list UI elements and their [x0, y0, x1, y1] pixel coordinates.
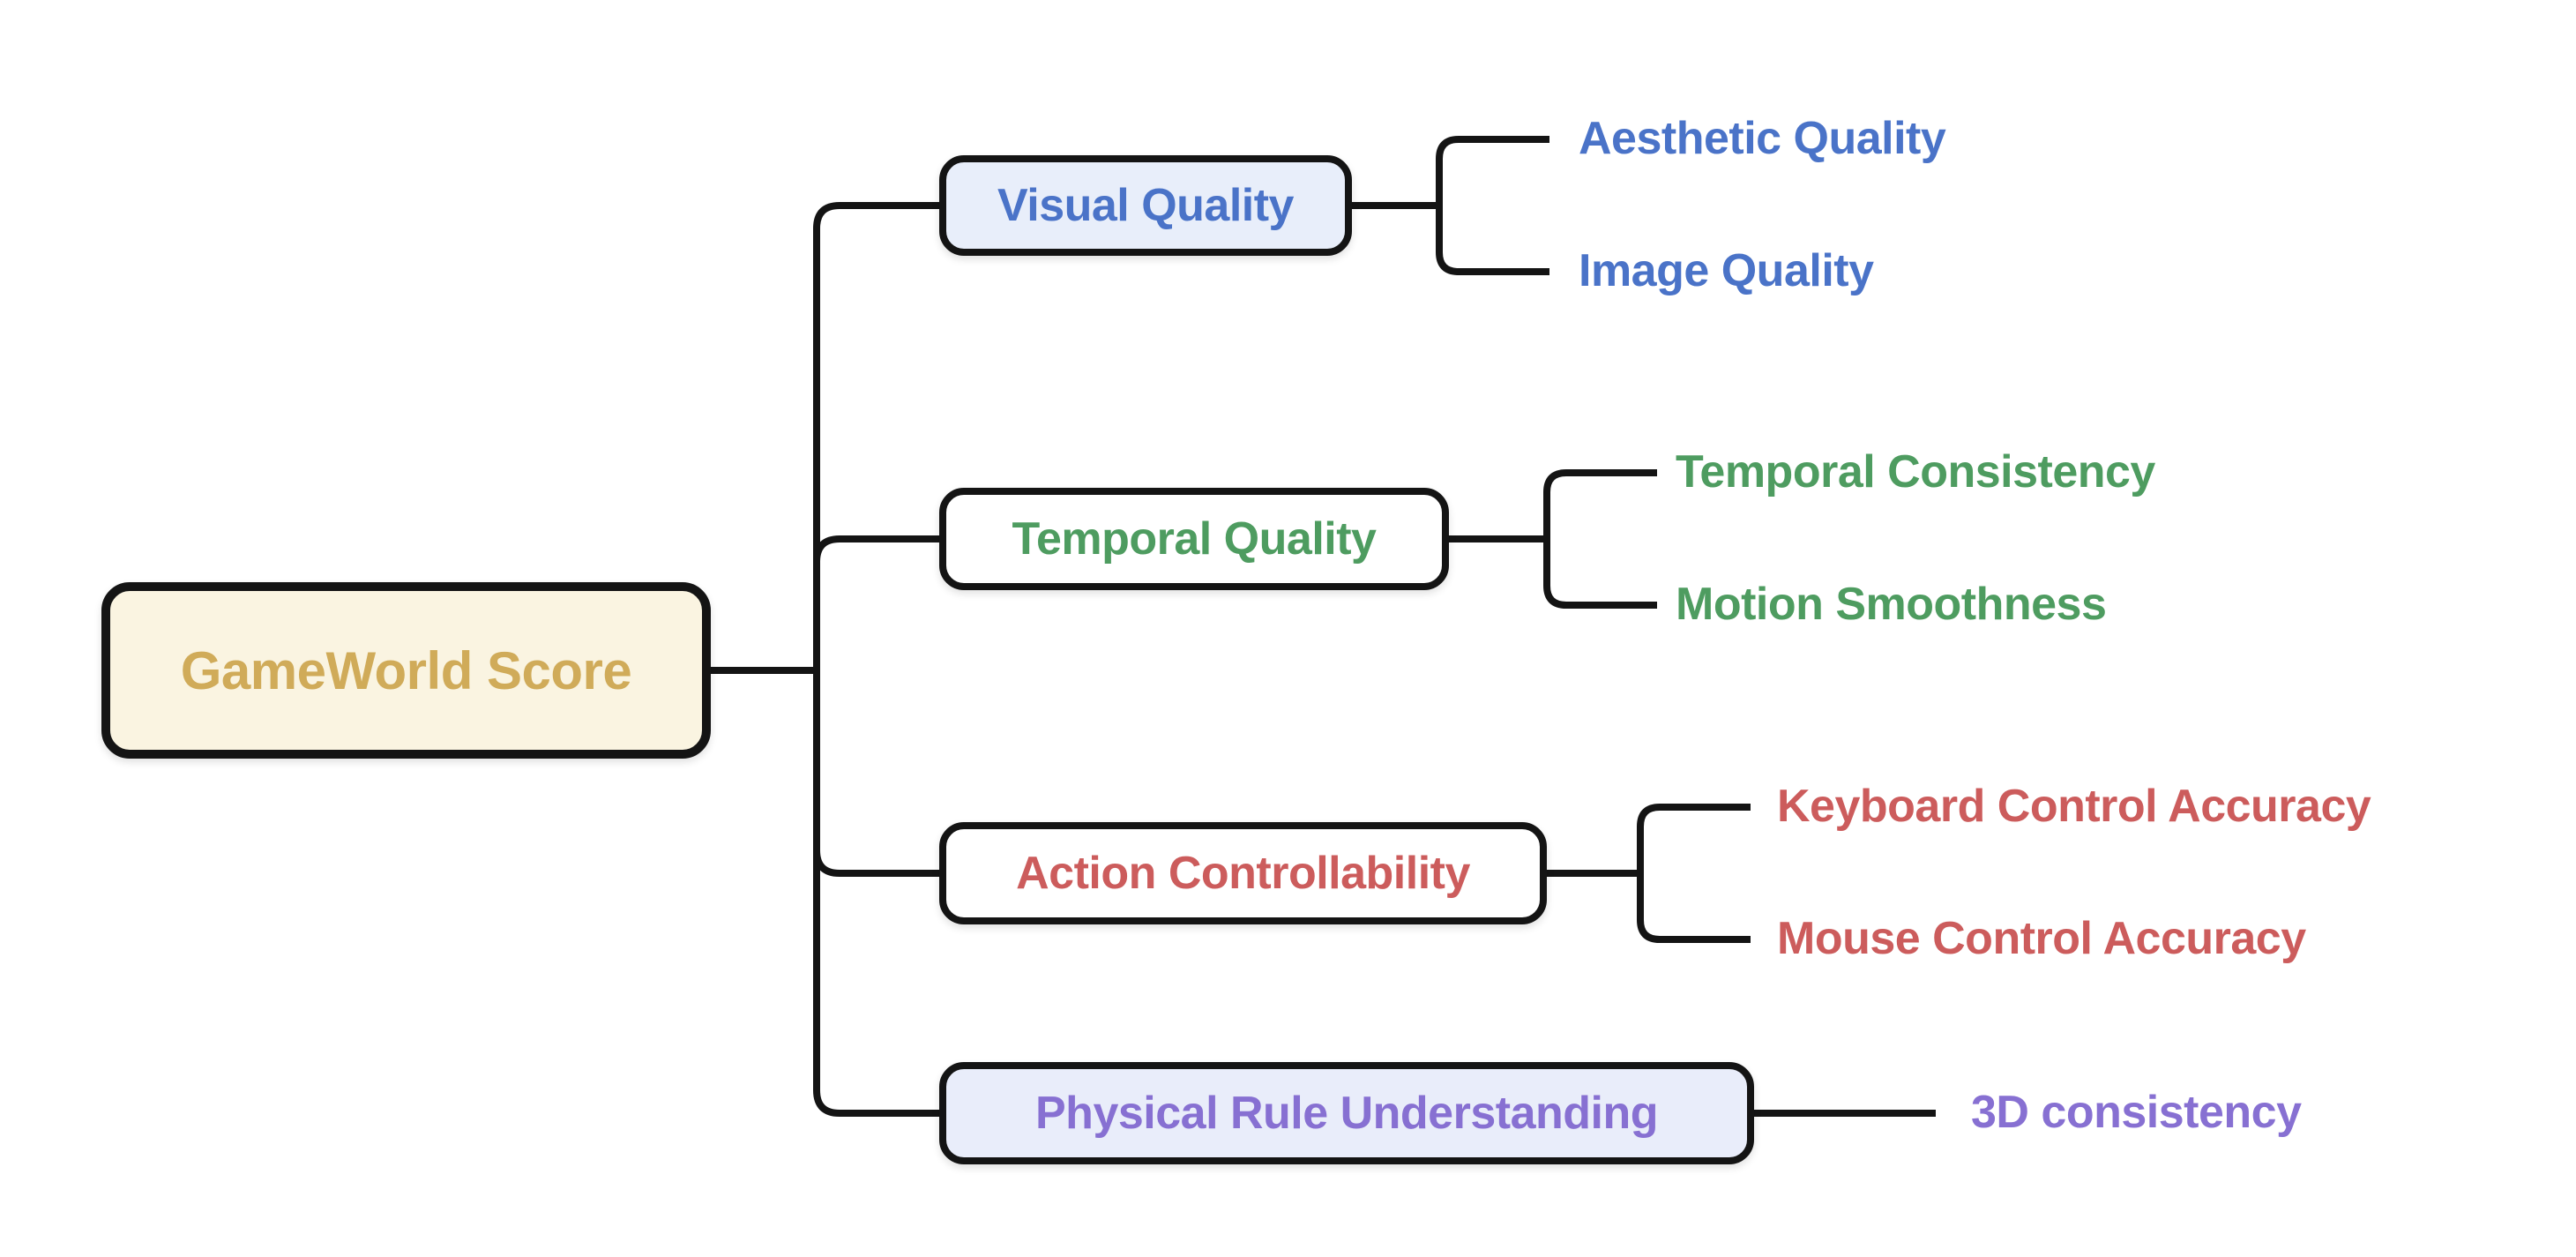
connector-spine-to-physical — [813, 670, 939, 1117]
leaf-keyboard-control-accuracy: Keyboard Control Accuracy — [1777, 780, 2371, 832]
node-temporal-quality: Temporal Quality — [939, 488, 1449, 590]
connector-spine-to-visual — [813, 202, 939, 670]
leaf-image-quality: Image Quality — [1579, 244, 1874, 296]
leaf-temporal-consistency: Temporal Consistency — [1676, 445, 2155, 498]
connector-temporal-bracket — [1543, 469, 1657, 609]
node-visual-quality: Visual Quality — [939, 155, 1352, 256]
leaf-motion-smoothness: Motion Smoothness — [1676, 578, 2107, 630]
leaf-3d-consistency: 3D consistency — [1971, 1086, 2302, 1138]
node-physical-rule-understanding-label: Physical Rule Understanding — [1035, 1088, 1659, 1139]
node-gameworld-score: GameWorld Score — [101, 582, 711, 759]
node-physical-rule-understanding: Physical Rule Understanding — [939, 1062, 1754, 1164]
node-temporal-quality-label: Temporal Quality — [1012, 513, 1377, 565]
connector-action-bracket — [1637, 804, 1751, 943]
connector-spine-to-action — [813, 849, 939, 877]
node-action-controllability-label: Action Controllability — [1016, 848, 1470, 899]
connector-visual-bracket — [1436, 136, 1549, 275]
node-visual-quality-label: Visual Quality — [997, 180, 1294, 231]
node-action-controllability: Action Controllability — [939, 822, 1547, 924]
connector-spine-to-temporal — [813, 535, 939, 563]
node-gameworld-score-label: GameWorld Score — [180, 640, 632, 700]
leaf-aesthetic-quality: Aesthetic Quality — [1579, 112, 1946, 164]
leaf-mouse-control-accuracy: Mouse Control Accuracy — [1777, 912, 2306, 964]
